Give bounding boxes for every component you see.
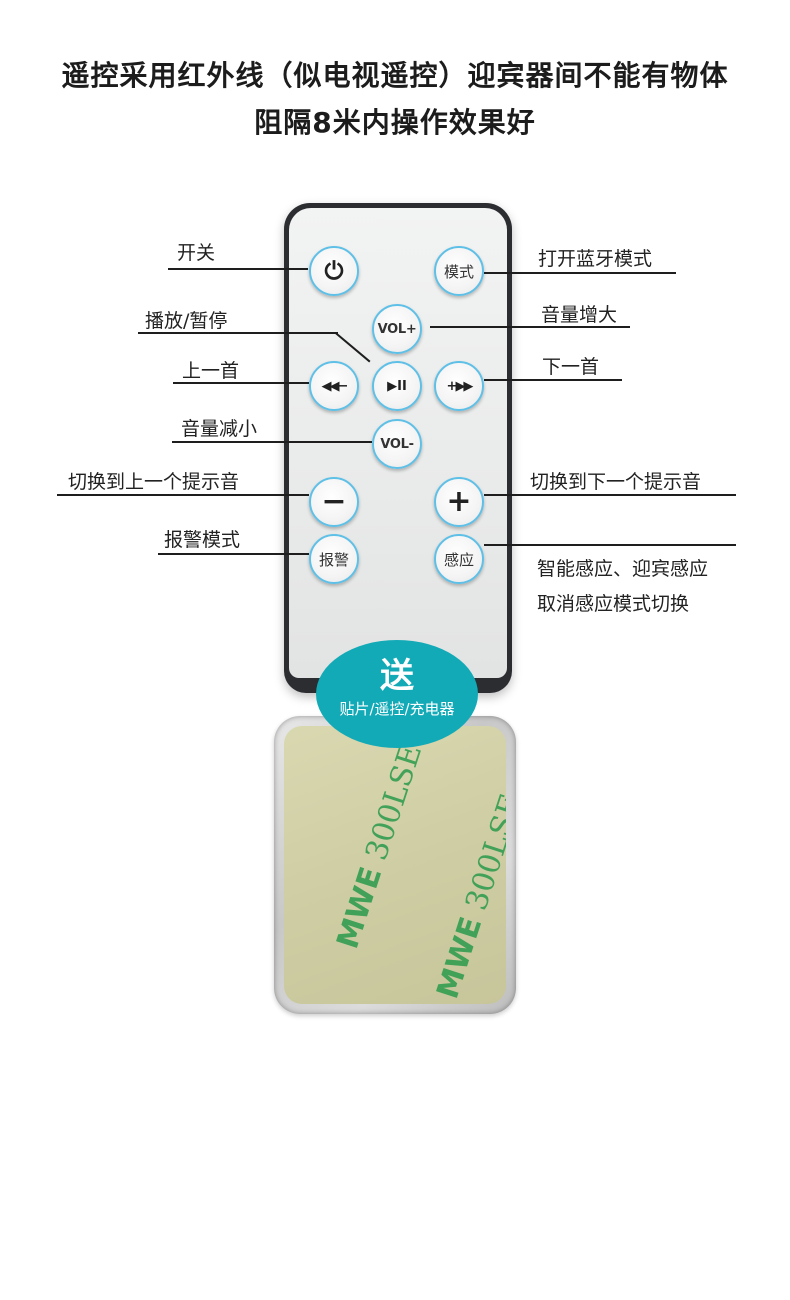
mode-button-label: 模式	[443, 262, 474, 281]
volume-up-button[interactable]: VOL+	[372, 304, 422, 354]
bluetooth-callout: 打开蓝牙模式	[538, 248, 653, 270]
volume-down-label: VOL-	[380, 436, 414, 452]
rewind-icon: ◀◀−	[321, 378, 349, 394]
headline-line-1: 遥控采用红外线（似电视遥控）迎宾器间不能有物体	[61, 59, 729, 92]
alarm-button[interactable]: 报警	[309, 534, 359, 584]
power-icon: ⏻	[324, 257, 344, 285]
previous-button[interactable]: ◀◀−	[309, 361, 359, 411]
pad-print-code-2: 300LSE	[459, 790, 506, 915]
plus-icon: +	[446, 484, 472, 519]
alarm-callout: 报警模式	[164, 529, 241, 551]
volume-down-button[interactable]: VOL-	[372, 419, 422, 469]
fast-forward-icon: +▶▶	[446, 378, 474, 394]
sensor-callout-line-1: 智能感应、迎宾感应	[537, 558, 709, 580]
sensor-button[interactable]: 感应	[434, 534, 484, 584]
sensor-leader-line	[484, 544, 736, 546]
power-callout: 开关	[177, 242, 216, 264]
next-prompt-leader-line	[484, 494, 736, 496]
play-pause-icon: ▶II	[387, 378, 407, 394]
pad-print-2: MWE 300LSE	[430, 764, 506, 1003]
volume-up-label: VOL+	[377, 321, 417, 337]
previous-prompt-button[interactable]: −	[309, 477, 359, 527]
sensor-button-label: 感应	[443, 550, 474, 569]
play-pause-leader-line	[138, 332, 338, 334]
play-pause-callout: 播放/暂停	[145, 310, 228, 332]
next-prompt-callout: 切换到下一个提示音	[530, 471, 702, 493]
sensor-callout-line-2: 取消感应模式切换	[537, 593, 690, 615]
free-gift-badge-items: 贴片/遥控/充电器	[339, 700, 455, 718]
free-gift-badge: 送 贴片/遥控/充电器	[316, 640, 478, 748]
next-callout: 下一首	[542, 356, 600, 378]
mode-button[interactable]: 模式	[434, 246, 484, 296]
adhesive-pad: MWE 300LSE MWE 300LSE	[274, 716, 516, 1014]
previous-leader-line	[173, 382, 309, 384]
volume-up-callout: 音量增大	[541, 304, 618, 326]
pad-print-code-1: 300LSE	[359, 740, 430, 865]
remote-control: ⏻ 模式 VOL+ ◀◀− ▶II +▶▶ VOL- − + 报警 感应	[284, 203, 512, 693]
power-leader-line	[168, 268, 308, 270]
pad-print-1: MWE 300LSE	[330, 726, 437, 953]
bluetooth-leader-line	[484, 272, 676, 274]
previous-prompt-callout: 切换到上一个提示音	[68, 471, 240, 493]
headline-line-2: 阻隔8米内操作效果好	[254, 106, 536, 139]
minus-icon: −	[321, 484, 347, 519]
next-prompt-button[interactable]: +	[434, 477, 484, 527]
alarm-button-label: 报警	[318, 550, 349, 569]
pad-print-brand-2: MWE	[430, 912, 490, 1004]
previous-callout: 上一首	[182, 360, 240, 382]
volume-up-leader-line	[430, 326, 630, 328]
power-button[interactable]: ⏻	[309, 246, 359, 296]
alarm-leader-line	[158, 553, 309, 555]
next-button[interactable]: +▶▶	[434, 361, 484, 411]
previous-prompt-leader-line	[57, 494, 309, 496]
next-leader-line	[484, 379, 622, 381]
free-gift-badge-title: 送	[380, 656, 414, 696]
volume-down-leader-line	[172, 441, 372, 443]
pad-print-brand-1: MWE	[330, 862, 390, 954]
play-pause-button[interactable]: ▶II	[372, 361, 422, 411]
volume-down-callout: 音量减小	[181, 418, 258, 440]
adhesive-pad-surface: MWE 300LSE MWE 300LSE	[284, 726, 506, 1004]
